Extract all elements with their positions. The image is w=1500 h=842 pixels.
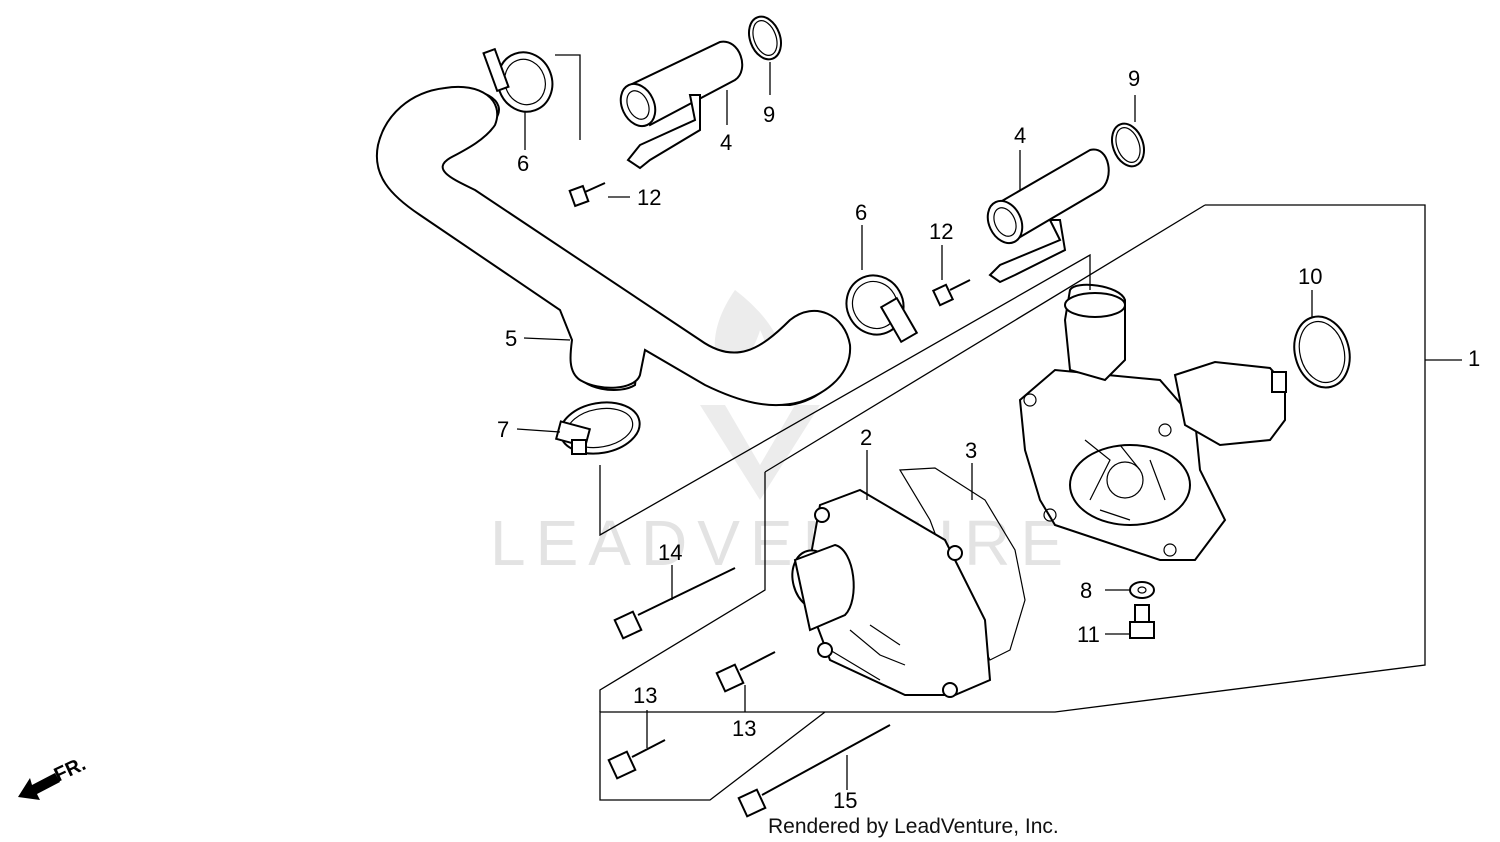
callouts: 1 2 3 4 4 5 6 6 7 8 9 9 10 11 12 12 13 1…	[497, 66, 1480, 813]
callout-12-upper: 12	[637, 185, 661, 210]
hose-part-5	[375, 85, 852, 407]
callout-3: 3	[965, 438, 977, 463]
callout-2: 2	[860, 425, 872, 450]
callout-14: 14	[658, 540, 682, 565]
pipe-part-4-upper	[619, 40, 744, 170]
callout-4-lower: 4	[1014, 123, 1026, 148]
callout-12-lower: 12	[929, 219, 953, 244]
bolt-part-14	[613, 567, 736, 640]
oring-part-10	[1293, 315, 1351, 389]
oring-part-9-lower	[1111, 122, 1145, 168]
washer-part-8	[1129, 581, 1155, 599]
callout-7: 7	[497, 417, 509, 442]
watermark: LEADVENTURE	[490, 290, 1073, 579]
bolt-part-13-lower	[607, 739, 666, 780]
watermark-text: LEADVENTURE	[490, 507, 1073, 579]
bolt-part-11	[1129, 604, 1155, 639]
bolt-part-12-upper	[568, 182, 606, 208]
callout-10: 10	[1298, 264, 1322, 289]
cover-part-2	[791, 488, 992, 698]
oring-part-9-upper	[748, 15, 782, 61]
leader-lines	[516, 54, 1313, 790]
front-arrow-icon	[18, 773, 60, 800]
callout-6-upper: 6	[517, 151, 529, 176]
callout-1: 1	[1468, 346, 1480, 371]
callout-15: 15	[833, 788, 857, 813]
clamp-part-6-upper	[482, 47, 554, 113]
callout-4-upper: 4	[720, 130, 732, 155]
bolt-part-13-upper	[715, 651, 776, 693]
callout-13-upper: 13	[732, 716, 756, 741]
callout-8: 8	[1080, 578, 1092, 603]
callout-9-upper: 9	[763, 102, 775, 127]
front-direction-indicator: FR.	[18, 753, 89, 800]
clamp-part-6-lower	[845, 274, 919, 344]
render-credit: Rendered by LeadVenture, Inc.	[768, 815, 1059, 838]
callout-5: 5	[505, 326, 517, 351]
bolt-part-15	[737, 724, 891, 818]
pipe-part-4-lower	[986, 148, 1110, 284]
bolt-part-12-lower	[931, 279, 971, 307]
callout-9-lower: 9	[1128, 66, 1140, 91]
callout-11: 11	[1077, 622, 1100, 647]
callout-6-lower: 6	[855, 200, 867, 225]
assembly-frame	[599, 204, 1462, 801]
clamp-part-7	[554, 401, 641, 455]
callout-13-lower: 13	[633, 683, 657, 708]
pump-body	[1018, 283, 1287, 561]
